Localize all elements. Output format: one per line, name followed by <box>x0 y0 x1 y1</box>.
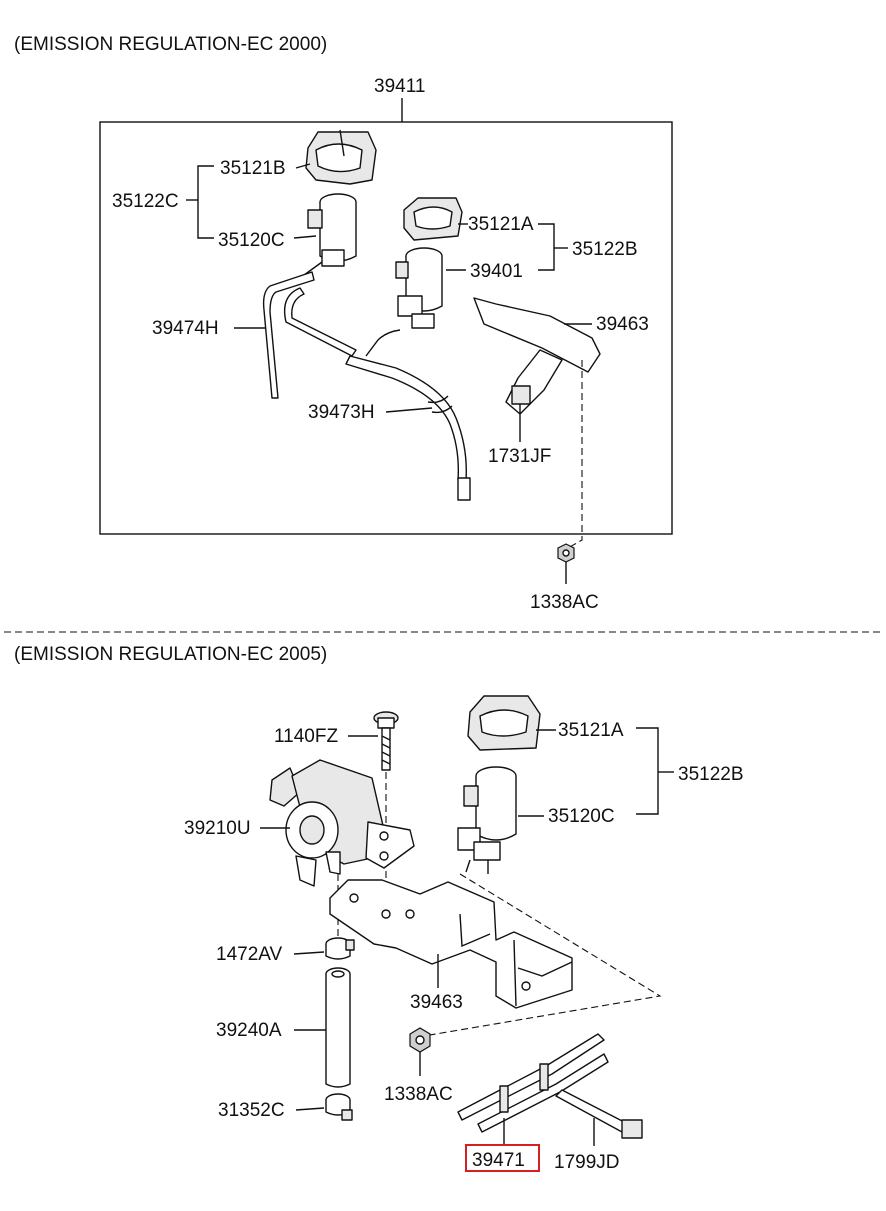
part-39240A-tube <box>325 967 351 1088</box>
part-31352C-clamp <box>325 1093 353 1121</box>
bracket-35122B-bottom <box>636 727 659 815</box>
part-35120C-solenoid-bottom <box>457 766 517 874</box>
label-35120C-bottom[interactable]: 35120C <box>548 806 615 827</box>
section-title-ec2000: (EMISSION REGULATION-EC 2000) <box>14 34 327 55</box>
part-39473H-hose <box>345 355 471 501</box>
part-1140FZ-bolt <box>373 711 399 771</box>
label-1472AV[interactable]: 1472AV <box>216 944 283 965</box>
part-39471-hose-pair <box>457 1033 609 1133</box>
part-39463-bracket-top <box>473 297 601 415</box>
part-35121B-cap <box>305 129 377 185</box>
label-39471[interactable]: 39471 <box>472 1150 525 1171</box>
part-39401-solenoid <box>365 247 443 357</box>
part-35121A-cap-top <box>403 197 463 241</box>
leader-35121B <box>295 163 311 169</box>
part-1472AV-clamp <box>325 937 355 960</box>
bracket-35122B-top <box>538 223 555 271</box>
label-1338AC-top[interactable]: 1338AC <box>530 592 599 613</box>
label-39463-bottom[interactable]: 39463 <box>410 992 463 1013</box>
label-1731JF[interactable]: 1731JF <box>488 446 551 467</box>
part-39474H-hose <box>262 271 357 399</box>
part-1338AC-nut-bottom <box>409 1027 431 1053</box>
bracket-35122C <box>197 165 214 239</box>
part-39210U-sensor <box>269 759 415 887</box>
label-35121A-bottom[interactable]: 35121A <box>558 720 624 741</box>
highlight-box-39471 <box>465 1144 540 1172</box>
section-title-ec2005: (EMISSION REGULATION-EC 2005) <box>14 644 327 665</box>
label-39474H[interactable]: 39474H <box>152 318 219 339</box>
label-39210U[interactable]: 39210U <box>184 818 251 839</box>
label-39240A[interactable]: 39240A <box>216 1020 282 1041</box>
label-35121B[interactable]: 35121B <box>220 158 286 179</box>
label-39411[interactable]: 39411 <box>374 76 425 97</box>
label-35122B-bottom[interactable]: 35122B <box>678 764 744 785</box>
part-1338AC-nut-top <box>557 543 575 563</box>
leader-31352C <box>295 1107 325 1111</box>
part-35121A-cap-bottom <box>467 695 541 751</box>
label-35121A-top[interactable]: 35121A <box>468 214 534 235</box>
leader-1472AV <box>293 951 325 955</box>
guide-1338AC-top <box>567 360 583 549</box>
label-1799JD[interactable]: 1799JD <box>554 1152 620 1173</box>
label-1338AC-bottom[interactable]: 1338AC <box>384 1084 453 1105</box>
assembly-frame-39411 <box>99 121 673 535</box>
part-39463-bracket-bottom <box>329 879 573 1009</box>
label-39463-top[interactable]: 39463 <box>596 314 649 335</box>
guide-39471 <box>423 873 662 1037</box>
leader-39473H <box>385 407 433 413</box>
label-31352C[interactable]: 31352C <box>218 1100 285 1121</box>
leader-35120C-top <box>293 235 317 239</box>
part-1799JD-cable-tie <box>555 1089 643 1139</box>
label-39473H[interactable]: 39473H <box>308 402 375 423</box>
label-35120C-top[interactable]: 35120C <box>218 230 285 251</box>
label-39401[interactable]: 39401 <box>470 261 523 282</box>
label-35122B-top[interactable]: 35122B <box>572 239 638 260</box>
label-1140FZ[interactable]: 1140FZ <box>274 726 338 747</box>
label-35122C[interactable]: 35122C <box>112 191 179 212</box>
part-35120C-solenoid-top <box>299 193 357 279</box>
